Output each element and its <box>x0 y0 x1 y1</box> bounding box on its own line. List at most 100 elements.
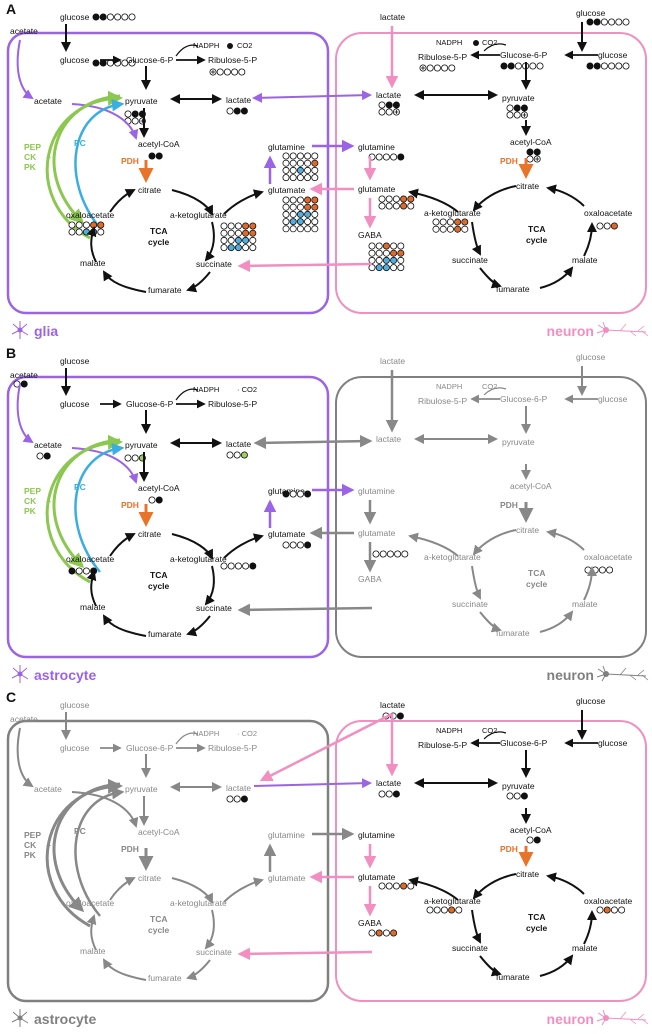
acetate-dots <box>36 452 51 460</box>
tca-oaa-cit <box>109 533 136 557</box>
nadph-curl <box>175 732 199 745</box>
neuron-co2-dot <box>473 40 479 46</box>
neuron-fumarate-label: fumarate <box>496 972 530 982</box>
fumarate-label: fumarate <box>148 285 182 295</box>
neuron-glutamate-label: glutamate <box>358 872 396 882</box>
neuron-pdh-label: PDH <box>500 500 518 510</box>
neuron-succinate-label: succinate <box>452 599 488 609</box>
neuron-akg-glutamate <box>408 532 459 557</box>
tca-mal-oaa <box>86 226 97 263</box>
lactate-shuttle-arrow <box>253 778 372 789</box>
citrate-label: citrate <box>138 873 161 883</box>
acetate-acetylcoa-arrow <box>71 447 139 484</box>
right-cell-membrane <box>335 720 647 1002</box>
neuron-succinate-label: succinate <box>452 943 488 953</box>
neuron-nadph-label: NADPH <box>436 382 462 391</box>
left-cell-label: glia <box>34 323 58 339</box>
pk-arrow <box>52 782 121 913</box>
pc-arrow <box>74 786 125 917</box>
neuron-glucose-label: glucose <box>598 394 628 404</box>
plus-label: + <box>46 840 51 850</box>
lactate-shuttle-arrow <box>252 90 372 103</box>
neuron-oaa-dots <box>596 906 626 914</box>
pep-label: PEP <box>24 142 41 152</box>
co2-label: · CO2 <box>237 385 257 394</box>
succinate-label: succinate <box>196 259 232 269</box>
neuron-glucose-external-label: glucose <box>576 352 606 362</box>
acetate-acetylcoa-arrow <box>71 791 139 828</box>
pdh-label: PDH <box>121 844 139 854</box>
neuron-akg-label: a-ketoglutarate <box>424 552 481 562</box>
neuron-tca-mal-oaa <box>583 910 597 945</box>
astrocyte-icon <box>11 321 29 339</box>
malate-label: malate <box>80 946 106 956</box>
glucose-external-label: glucose <box>60 700 90 710</box>
tca-succ-fum <box>186 615 211 637</box>
neuron-pyruvate-label: pyruvate <box>502 437 535 447</box>
neuron-glutamate-dots-2 <box>378 202 415 210</box>
tca-label: TCA <box>150 570 167 580</box>
neuron-glucose-dots <box>586 62 630 70</box>
ck-label: CK <box>24 840 37 850</box>
neuron-acetylcoa-label: acetyl-CoA <box>510 481 552 491</box>
neuron-tca-akg-succ <box>471 221 481 256</box>
neuron-co2-label: CO2 <box>482 382 497 391</box>
akg-dots <box>220 562 257 570</box>
acetate-label: acetate <box>34 96 62 106</box>
neuron-akg-label: a-ketoglutarate <box>424 208 481 218</box>
acetate-label: acetate <box>34 784 62 794</box>
neuron-lactate-external-label: lactate <box>380 12 405 22</box>
neuron-gaba-label: GABA <box>358 574 382 584</box>
lactate-dots <box>226 795 248 803</box>
neuron-pyruvate-dots-2 <box>506 111 528 119</box>
glucose-external-label: glucose <box>60 12 90 22</box>
akg-glutamate-arrow <box>223 533 264 559</box>
pc-arrow <box>74 98 125 229</box>
neuron-nadph-label: NADPH <box>436 38 462 47</box>
right-cell-membrane <box>335 32 647 314</box>
neuron-lactate-external-label: lactate <box>380 700 405 710</box>
neuron-acetylcoa-label: acetyl-CoA <box>510 137 552 147</box>
a-ketoglutarate-label: a-ketoglutarate <box>170 898 227 908</box>
pk-label: PK <box>24 850 37 860</box>
acetyl-coa-label: acetyl-CoA <box>138 139 180 149</box>
oxaloacetate-dots <box>68 567 98 575</box>
glutamine-grid <box>282 152 319 182</box>
pc-label: PC <box>74 138 86 148</box>
pk-label: PK <box>24 506 37 516</box>
neuron-tca-akg-succ <box>471 909 481 944</box>
ribulose-dots <box>209 68 246 76</box>
neuron-acetylcoa-dots-2 <box>526 155 541 163</box>
ribulose-5-p-label: Ribulose-5-P <box>208 399 257 409</box>
neuron-g6p-label: Glucose-6-P <box>500 738 548 748</box>
tca-oaa-cit <box>109 877 136 901</box>
neuron-acetylcoa-label: acetyl-CoA <box>510 825 552 835</box>
oxaloacetate-dots <box>68 221 105 229</box>
pyruvate-dots <box>124 110 146 118</box>
neuron-tca-mal-oaa <box>583 222 597 257</box>
nadph-label: NADPH <box>193 385 219 394</box>
neuron-tca-succ-fum <box>479 267 502 289</box>
glutamate-dots <box>282 541 312 549</box>
neuron-gaba-label: GABA <box>358 918 382 928</box>
neuron-pyruvate-dots <box>506 104 528 112</box>
acetate-external-dots <box>13 380 28 388</box>
neuron-lactate-dots <box>378 790 400 798</box>
glucose-label: glucose <box>60 743 90 753</box>
neuron-glutamate-dots <box>378 195 415 203</box>
acetate-acetylcoa-arrow <box>71 103 139 140</box>
neuron-oxaloacetate-label: oxaloacetate <box>584 896 632 906</box>
neuron-malate-label: malate <box>572 943 598 953</box>
citrate-label: citrate <box>138 185 161 195</box>
neuron-glucose-external-label: glucose <box>576 8 606 18</box>
tca-fum-mal <box>102 958 147 981</box>
neuron-lactate-label: lactate <box>376 90 401 100</box>
neuron-tca-oaa-cit <box>546 528 585 551</box>
neuron-gaba-label: GABA <box>358 230 382 240</box>
gaba-succinate-arrow <box>237 603 373 617</box>
acetylcoa-dots <box>148 152 163 160</box>
neuron-ribulose-dots <box>419 64 456 72</box>
co2-label: · CO2 <box>237 729 257 738</box>
neuron-icon <box>596 321 649 338</box>
pk-label: PK <box>24 162 37 172</box>
